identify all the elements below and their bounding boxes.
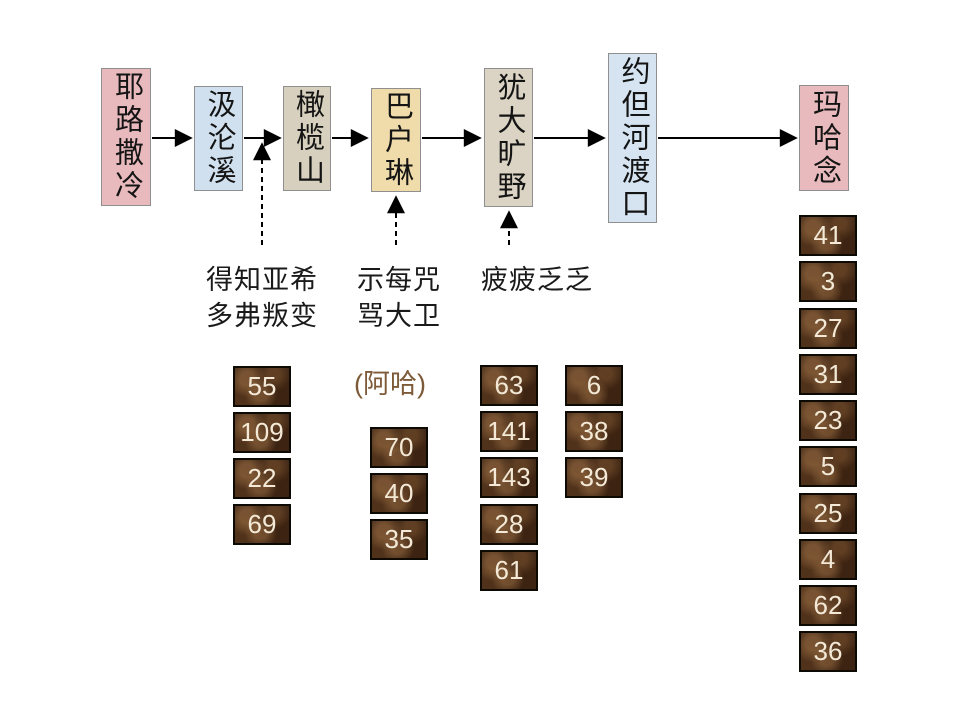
location-box-jerusalem: 耶路撒冷 xyxy=(101,68,151,206)
annotation-shimei: 示每咒 骂大卫 xyxy=(357,262,441,334)
psalm-chip: 70 xyxy=(370,427,428,468)
psalm-chip: 22 xyxy=(233,458,291,499)
psalm-chip: 3 xyxy=(799,261,857,302)
annotation-ahithophel-line1: 得知亚希 xyxy=(206,265,318,295)
location-label-jerusalem: 耶路撒冷 xyxy=(110,71,143,203)
location-box-mahanaim: 玛哈念 xyxy=(799,85,849,191)
psalm-chip: 31 xyxy=(799,354,857,395)
psalm-chip: 27 xyxy=(799,308,857,349)
location-label-bahurim: 巴户琳 xyxy=(380,90,413,190)
location-label-kidron-brook: 汲沦溪 xyxy=(203,89,235,188)
psalm-chip: 41 xyxy=(799,215,857,256)
psalm-chip: 5 xyxy=(799,446,857,487)
annotation-shimei-line1: 示每咒 xyxy=(357,265,441,295)
psalm-chip: 23 xyxy=(799,400,857,441)
location-box-judean-wilderness: 犹大旷野 xyxy=(484,68,533,207)
location-box-kidron-brook: 汲沦溪 xyxy=(194,86,243,191)
location-box-jordan-ford: 约但河渡口 xyxy=(608,53,657,223)
psalm-chip: 4 xyxy=(799,539,857,580)
psalm-chip: 61 xyxy=(480,550,538,591)
psalm-chip: 143 xyxy=(480,457,538,498)
annotation-aha: (阿哈) xyxy=(354,369,426,399)
annotation-weary: 疲疲乏乏 xyxy=(481,265,593,295)
psalm-chip: 35 xyxy=(370,519,428,560)
psalm-chip: 25 xyxy=(799,493,857,534)
location-label-mahanaim: 玛哈念 xyxy=(808,88,841,188)
psalm-chip: 109 xyxy=(233,412,291,453)
location-box-bahurim: 巴户琳 xyxy=(371,88,421,192)
annotation-ahithophel: 得知亚希 多弗叛变 xyxy=(206,262,318,334)
psalm-chip: 63 xyxy=(480,365,538,406)
psalm-chip: 62 xyxy=(799,585,857,626)
location-label-mount-of-olives: 橄榄山 xyxy=(291,89,324,188)
psalm-chip: 28 xyxy=(480,504,538,545)
psalm-chip: 141 xyxy=(480,411,538,452)
psalm-chip: 39 xyxy=(565,457,623,498)
psalm-chip: 6 xyxy=(565,365,623,406)
psalm-chip: 36 xyxy=(799,631,857,672)
annotation-ahithophel-line2: 多弗叛变 xyxy=(206,301,318,331)
location-box-mount-of-olives: 橄榄山 xyxy=(283,86,331,191)
psalm-chip: 38 xyxy=(565,411,623,452)
psalm-chip: 40 xyxy=(370,473,428,514)
psalm-chip: 69 xyxy=(233,504,291,545)
location-label-judean-wilderness: 犹大旷野 xyxy=(493,71,525,204)
annotation-shimei-line2: 骂大卫 xyxy=(357,301,441,331)
psalm-chip: 55 xyxy=(233,366,291,407)
location-label-jordan-ford: 约但河渡口 xyxy=(617,55,649,221)
